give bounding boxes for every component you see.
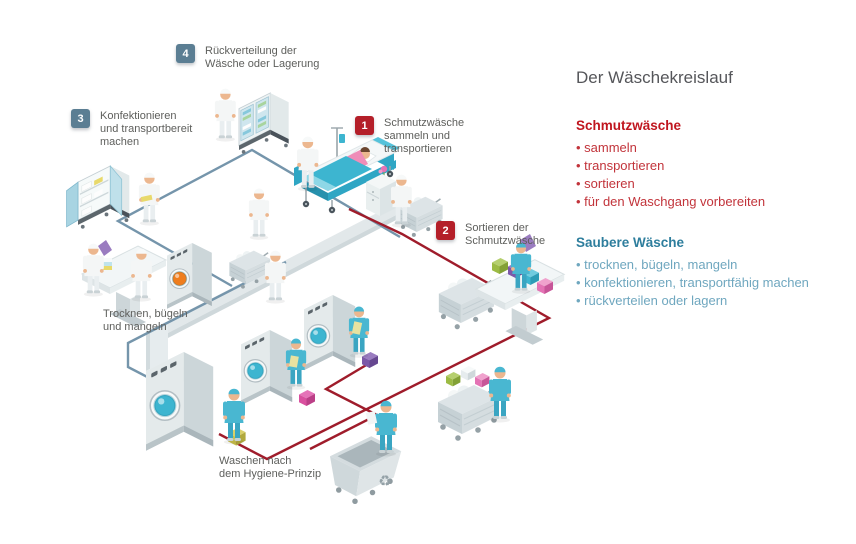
step-1-callout: 1 Schmutzwäsche sammeln und transportier… [355,116,464,156]
purple-cloth [98,240,112,256]
legend-clean-list: trocknen, bügeln, mangeln konfektioniere… [576,256,848,310]
linen-bundle [140,194,153,202]
dryer-machine [166,242,213,310]
legend-dirty-item: sammeln [576,139,848,157]
worker-walking [248,188,270,240]
worker-distribution [214,88,236,142]
annotation-drying: Trocknen, bügeln und mangeln [103,308,188,333]
page-title: Der Wäschekreislauf [576,68,733,87]
recycle-icon: ♻ [378,473,391,490]
step-4-badge: 4 [176,44,195,63]
legend-clean-item: trocknen, bügeln, mangeln [576,256,848,274]
clipboard-icon [365,411,378,425]
legend-clean-item: rückverteilen oder lagern [576,292,848,310]
annotation-washing: Waschen nach dem Hygiene-Prinzip [219,455,322,480]
laundry-cart [436,383,500,442]
basket-green [492,258,508,274]
hospital-bed [294,127,400,214]
step-2-label: Sortieren der Schmutzwäsche [465,222,546,247]
legend-dirty-item: transportieren [576,157,848,175]
legend-dirty-heading: Schmutzwäsche [576,118,682,133]
legend-clean-heading: Saubere Wäsche [576,235,685,250]
step-2-badge: 2 [436,221,455,240]
legend-dirty-item: für den Waschgang vorbereiten [576,193,848,211]
clean-linen-cabinet [238,92,290,155]
step-1-badge: 1 [355,116,374,135]
checklist [289,355,299,368]
step-4-label: Rückverteilung der Wäsche oder Lagerung [205,45,320,70]
step-1-label: Schmutzwäsche sammeln und transportieren [384,117,465,155]
step-4-callout: 4 Rückverteilung der Wäsche oder Lagerun… [176,44,319,71]
checklist [351,321,363,335]
legend-dirty-item: sortieren [576,175,848,193]
iv-bag-icon [339,134,345,143]
legend-clean-item: konfektionieren, transportfähig machen [576,274,848,292]
step-3-badge: 3 [71,109,90,128]
basket-magenta [299,390,315,406]
step-2-callout: 2 Sortieren der Schmutzwäsche [436,221,545,248]
legend-dirty-list: sammeln transportieren sortieren für den… [576,139,848,211]
basket-pink [475,373,490,388]
legend-panel: Der Wäschekreislauf Schmutzwäsche sammel… [576,68,848,334]
step-3-callout: 3 Konfektionieren und transportbereit ma… [71,109,192,149]
flower-icon [380,165,388,173]
washing-machine-2 [240,329,294,407]
basket-white [461,366,476,381]
step-3-label: Konfektionieren und transportbereit mach… [100,110,193,148]
washing-machine-1 [144,350,215,452]
folded-linen-stack [98,258,112,270]
basket-green [446,372,461,387]
washing-machine-3 [303,294,357,372]
dirty-path-line [218,207,552,461]
